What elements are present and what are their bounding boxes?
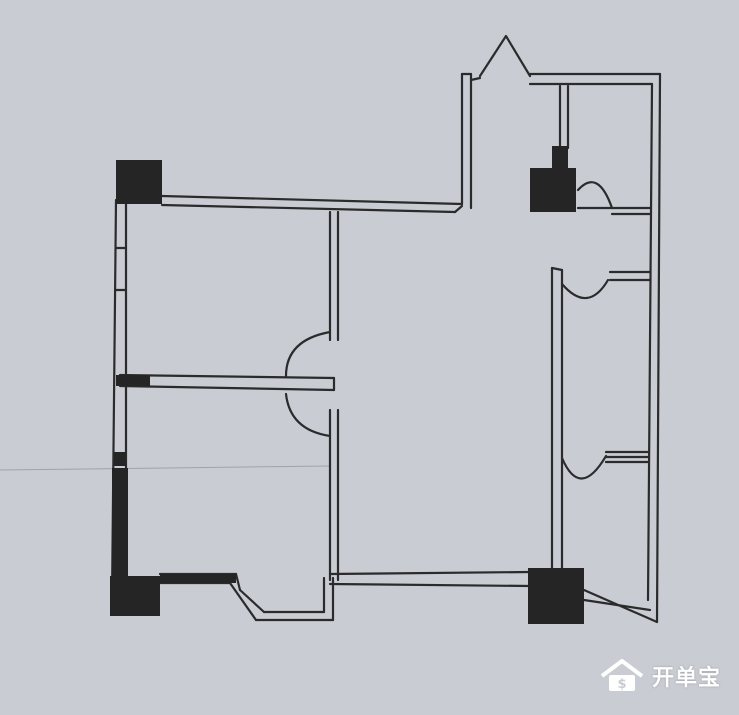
corridor-wall: [460, 72, 473, 210]
living-room-divider-wall: [328, 210, 340, 582]
right-partition-wall: [550, 266, 652, 572]
pillar-bottom-left: [110, 576, 160, 616]
bottom-right-wall: [582, 588, 659, 624]
watermark: $ 开单宝: [600, 659, 721, 693]
bedroom-partition-wall: [118, 373, 336, 392]
pillar-top-left: [116, 160, 162, 204]
bedroom-door-swing-lower: [284, 392, 332, 438]
bathroom-door-swing: [576, 181, 614, 210]
left-wall-solid-mid: [114, 452, 126, 466]
pillar-bathroom-stub: [552, 146, 568, 170]
window-mark-right: [604, 450, 650, 464]
pillar-bathroom: [530, 168, 576, 212]
top-wall-left: [160, 194, 464, 214]
bottom-wall-living: [328, 570, 532, 588]
top-right-wall: [528, 72, 662, 86]
watermark-text: 开单宝: [651, 666, 721, 691]
bathroom-wall: [558, 84, 652, 216]
svg-text:$: $: [617, 677, 626, 692]
bedroom-door-swing-upper: [284, 330, 332, 378]
pillar-bottom-right: [528, 568, 584, 624]
storage-door-swing-upper: [560, 278, 610, 300]
entrance-threshold: [469, 76, 482, 82]
bedroom-partition-solid: [116, 375, 150, 386]
house-dollar-logo-icon: $: [600, 659, 644, 692]
storage-door-swing-lower: [560, 454, 608, 480]
right-exterior-wall: [646, 72, 662, 624]
entrance-door-swing: [478, 34, 532, 78]
scan-artifact-line: [0, 465, 331, 471]
left-wall-solid-lower: [112, 468, 128, 578]
bay-wall-solid: [160, 574, 236, 583]
